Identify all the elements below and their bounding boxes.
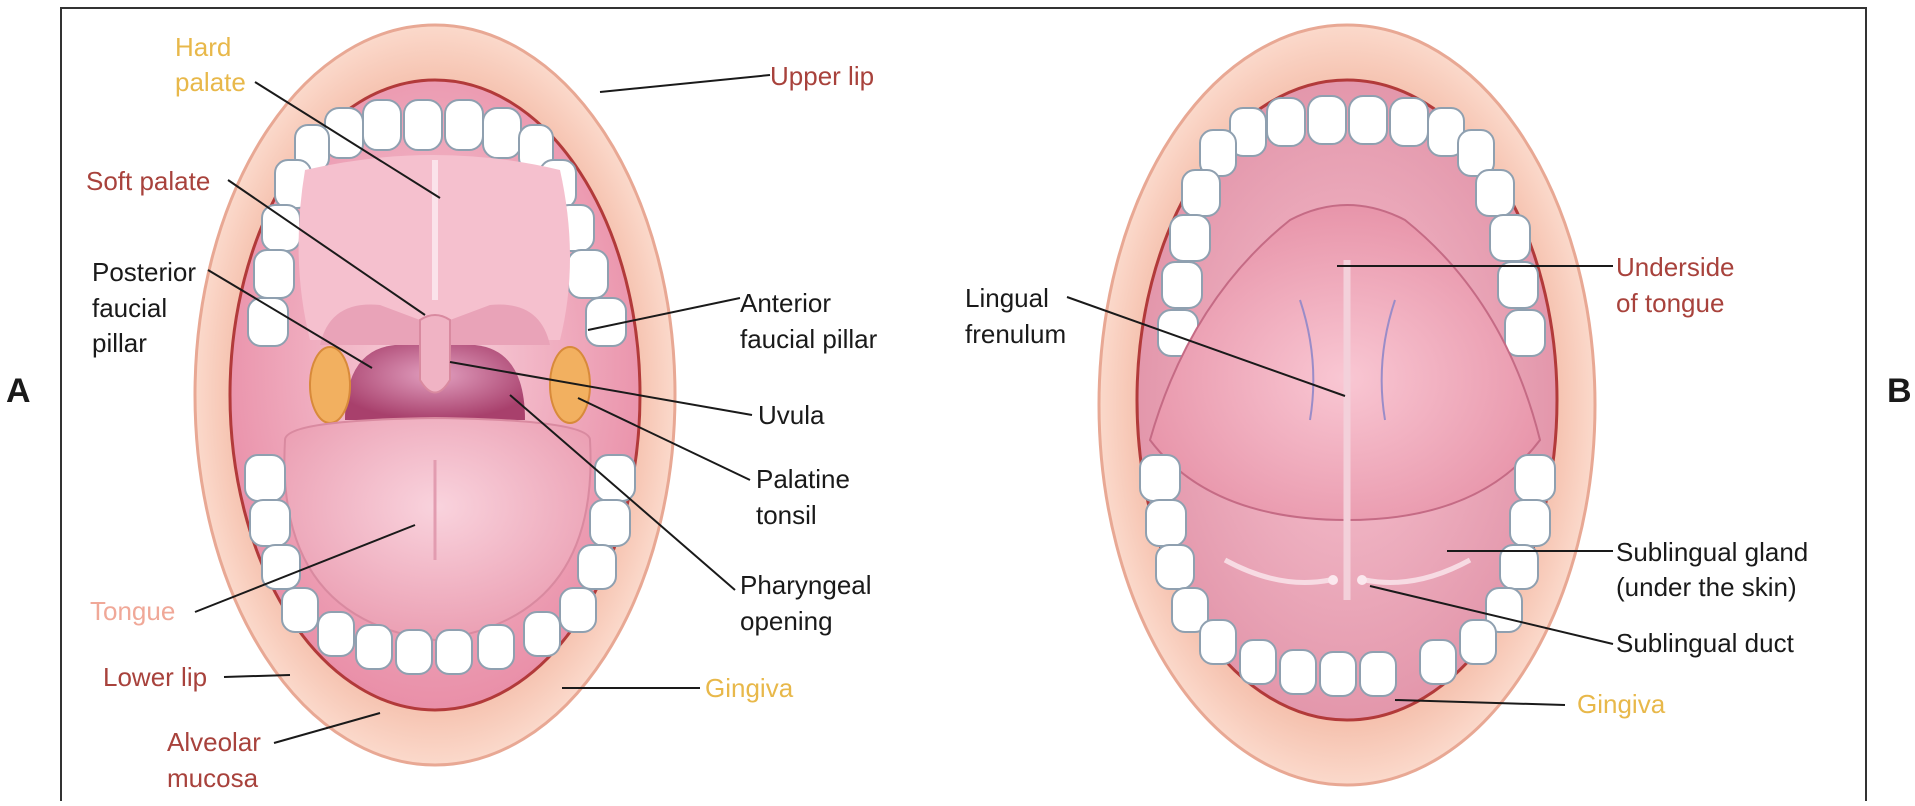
label-gingiva-b: Gingiva bbox=[1577, 689, 1666, 719]
panel-a-mouth bbox=[195, 25, 675, 765]
label-soft-palate: Soft palate bbox=[86, 166, 210, 196]
label-tongue: Tongue bbox=[90, 596, 175, 626]
uvula-shape bbox=[420, 315, 450, 393]
label-lower-lip: Lower lip bbox=[103, 662, 207, 692]
label-sublingual-duct: Sublingual duct bbox=[1616, 628, 1795, 658]
panel-b-mouth bbox=[1099, 25, 1595, 785]
label-posterior-faucial-pillar-line3: pillar bbox=[92, 328, 147, 358]
label-palatine-tonsil-line2: tonsil bbox=[756, 500, 817, 530]
label-posterior-faucial-pillar-line1: Posterior bbox=[92, 257, 196, 287]
panel-letter-b: B bbox=[1887, 372, 1912, 411]
label-posterior-faucial-pillar-line2: faucial bbox=[92, 293, 167, 323]
tonsil-left bbox=[310, 347, 350, 423]
label-alveolar-mucosa-line1: Alveolar bbox=[167, 727, 261, 757]
duct-opening-left bbox=[1328, 575, 1338, 585]
label-underside-of-tongue-line2: of tongue bbox=[1616, 288, 1724, 318]
label-upper-lip: Upper lip bbox=[770, 61, 874, 91]
label-alveolar-mucosa-line2: mucosa bbox=[167, 763, 259, 793]
label-lingual-frenulum-line2: frenulum bbox=[965, 319, 1066, 349]
label-gingiva-a: Gingiva bbox=[705, 673, 794, 703]
duct-opening-right bbox=[1357, 575, 1367, 585]
panel-letter-a: A bbox=[6, 372, 31, 411]
label-sublingual-gland-line1: Sublingual gland bbox=[1616, 537, 1808, 567]
label-sublingual-gland-line2: (under the skin) bbox=[1616, 572, 1797, 602]
label-hard-palate-line1: Hard bbox=[175, 32, 231, 62]
label-pharyngeal-opening-line1: Pharyngeal bbox=[740, 570, 872, 600]
label-palatine-tonsil-line1: Palatine bbox=[756, 464, 850, 494]
label-anterior-faucial-pillar-line2: faucial pillar bbox=[740, 324, 878, 354]
label-lingual-frenulum-line1: Lingual bbox=[965, 283, 1049, 313]
label-uvula: Uvula bbox=[758, 400, 825, 430]
label-pharyngeal-opening-line2: opening bbox=[740, 606, 833, 636]
label-anterior-faucial-pillar-line1: Anterior bbox=[740, 288, 831, 318]
label-underside-of-tongue-line1: Underside bbox=[1616, 252, 1735, 282]
label-hard-palate-line2: palate bbox=[175, 67, 246, 97]
